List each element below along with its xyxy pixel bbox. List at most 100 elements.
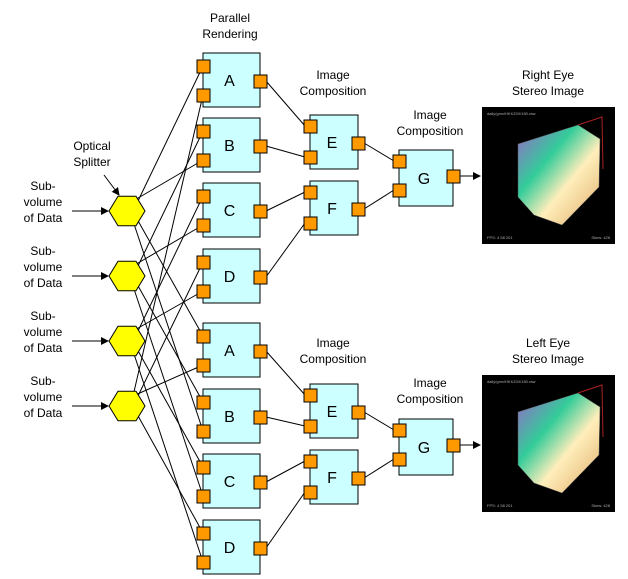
render-input-port — [196, 395, 211, 410]
render-input-port — [196, 329, 211, 344]
splitter-cross-edge-4 — [132, 94, 204, 397]
subvolume-label-1-line: of Data — [24, 211, 63, 225]
composite-input-port — [303, 419, 318, 434]
render-to-composite-edge-7 — [265, 460, 306, 483]
render-node-a-bottom-letter: A — [224, 343, 235, 360]
render-to-composite-edge-1 — [265, 80, 306, 127]
left-image-caption-top: daily/gmx/HKKZ0/I/180.raw — [487, 379, 536, 384]
subvolume-label-1-line: volume — [24, 195, 63, 209]
composite-input-port — [303, 485, 318, 500]
render-input-port — [196, 153, 211, 168]
subvolume-label-3-line: of Data — [24, 341, 63, 355]
left-image-caption-skew: Skew: 428 — [591, 503, 610, 508]
image-composition-label-2-line: Image — [413, 108, 447, 122]
final-node-g-top — [398, 149, 454, 207]
parallel-rendering-label-line: Rendering — [202, 27, 257, 41]
splitter-edge-7 — [136, 261, 204, 399]
labels: ABCDABCDEFEFGGdaily/gmx/HKKZ0/I/180.rawF… — [24, 11, 611, 557]
connections — [72, 65, 481, 563]
render-to-composite-edge-8 — [265, 491, 306, 549]
composite-to-final-edge-2 — [363, 189, 395, 210]
image-composition-label-3-line: Composition — [300, 352, 367, 366]
composite-node-e-top-letter: E — [327, 135, 338, 152]
composite-output-port — [351, 202, 366, 217]
right-image-volume — [517, 124, 601, 226]
splitter-cross-edge-8 — [132, 364, 204, 397]
render-output-port — [253, 344, 268, 359]
splitter-edge-3 — [136, 130, 204, 269]
splitter-edge-5 — [136, 195, 204, 334]
final-node-g-bottom — [398, 418, 454, 476]
left-image-caption-fps: FPS: 4 58 201 — [487, 503, 513, 508]
composite-input-port — [303, 150, 318, 165]
render-input-port — [196, 358, 211, 373]
render-input-port — [196, 255, 211, 270]
image-composition-label-3-line: Image — [316, 336, 350, 350]
composite-input-port — [303, 119, 318, 134]
render-input-port — [196, 526, 211, 541]
composite-to-final-edge-1 — [363, 142, 395, 162]
image-composition-label-4-line: Image — [413, 376, 447, 390]
composite-input-port — [303, 454, 318, 469]
render-node-c-bottom — [202, 453, 261, 509]
image-composition-label-1-line: Composition — [300, 84, 367, 98]
render-input-port — [196, 284, 211, 299]
parallel-rendering-label-line: Parallel — [210, 11, 250, 25]
subvolume-label-4-line: of Data — [24, 406, 63, 420]
render-to-composite-edge-3 — [265, 191, 306, 212]
composite-input-port — [303, 216, 318, 231]
subvolume-label-3-line: volume — [24, 325, 63, 339]
subvolume-label-4-line: volume — [24, 390, 63, 404]
render-to-composite-edge-4 — [265, 222, 306, 278]
right-image-caption-top: daily/gmx/HKKZ0/I/180.raw — [487, 111, 536, 116]
render-node-d-bottom — [202, 519, 261, 575]
composite-node-e-bottom-letter: E — [327, 404, 338, 421]
subvolume-label-2-line: of Data — [24, 276, 63, 290]
composite-input-port — [303, 185, 318, 200]
right-image-bounding-box — [577, 116, 604, 170]
splitter-edge-6 — [136, 348, 204, 468]
image-composition-label-2-line: Composition — [397, 124, 464, 138]
optical-splitter-4 — [108, 390, 146, 422]
final-output-port — [446, 438, 461, 453]
composite-to-final-edge-4 — [363, 458, 395, 479]
render-input-port — [196, 88, 211, 103]
left-image-volume — [517, 392, 601, 494]
render-node-a-top-letter: A — [224, 73, 235, 90]
render-to-composite-edge-5 — [265, 350, 306, 396]
composite-node-f-bottom — [309, 449, 359, 505]
composite-output-port — [351, 471, 366, 486]
render-to-composite-edge-6 — [265, 416, 306, 427]
composite-output-port — [351, 405, 366, 420]
left-eye-stereo-image — [482, 375, 615, 512]
render-input-port — [196, 555, 211, 570]
composite-node-f-top-letter: F — [327, 201, 337, 218]
optical-splitter-3 — [108, 325, 146, 357]
final-input-port — [392, 452, 407, 467]
render-output-port — [253, 410, 268, 425]
composite-node-f-top — [309, 180, 359, 236]
final-output-port — [446, 169, 461, 184]
right-eye-label-line: Right Eye — [522, 68, 574, 82]
optical-splitter-1 — [108, 195, 146, 227]
composite-node-f-bottom-letter: F — [327, 470, 337, 487]
final-input-port — [392, 183, 407, 198]
render-input-port — [196, 124, 211, 139]
render-input-port — [196, 460, 211, 475]
render-output-port — [253, 270, 268, 285]
splitter-cross-edge-1 — [132, 159, 204, 202]
render-node-d-bottom-letter: D — [224, 540, 236, 557]
render-to-composite-edge-2 — [265, 145, 306, 158]
nodes — [108, 52, 615, 575]
composite-output-port — [351, 136, 366, 151]
right-eye-stereo-image — [482, 107, 615, 244]
left-image-bounding-box — [577, 384, 604, 438]
left-eye-label-line: Left Eye — [526, 336, 570, 350]
